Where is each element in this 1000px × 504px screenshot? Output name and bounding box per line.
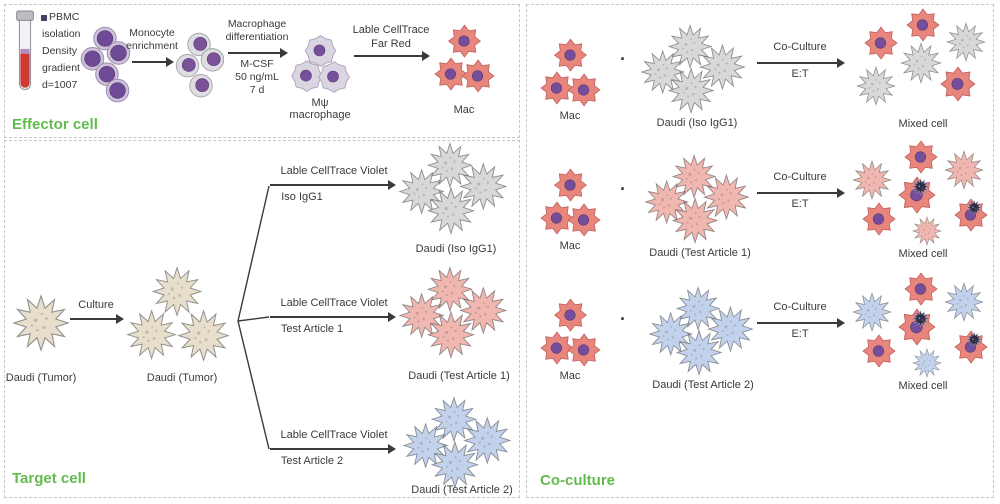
enriched-monocyte-cluster-icon xyxy=(174,32,226,103)
celltrace-farred-arrow xyxy=(354,51,430,60)
effector-cell-panel xyxy=(4,4,520,138)
differentiation-label-2: differentiation xyxy=(225,31,289,43)
mac-label: Mac xyxy=(453,104,475,116)
coculture-arrow-row3-label-bottom: E:T xyxy=(791,328,809,340)
daudi-row2-label: Daudi (Test Article 1) xyxy=(649,247,751,259)
tube-label-isolation: isolation xyxy=(42,28,81,40)
branch2-label-bottom: Test Article 1 xyxy=(280,323,344,335)
duration-label: 7 d xyxy=(249,84,265,96)
branch3-label-bottom: Test Article 2 xyxy=(280,455,344,467)
coculture-arrow-row1-label-bottom: E:T xyxy=(791,68,809,80)
coculture-panel xyxy=(526,4,994,498)
mac-row2-label: Mac xyxy=(559,240,581,252)
daudi-row3-label: Daudi (Test Article 2) xyxy=(652,379,754,391)
coculture-arrow-row2-label-bottom: E:T xyxy=(791,198,809,210)
daudi-iso-igg1-label: Daudi (Iso IgG1) xyxy=(415,243,497,255)
coculture-dot-row3: · xyxy=(620,309,626,329)
macrophage-cluster-icon xyxy=(290,34,352,94)
monocyte-enrichment-label-2: enrichment xyxy=(126,40,178,52)
branch1-label-top: Lable CellTrace Violet xyxy=(280,165,388,177)
branch2-arrow xyxy=(270,312,396,321)
culture-label: Culture xyxy=(78,299,114,311)
mac-cluster-row1-icon xyxy=(540,38,602,108)
mcsf-dose-label: 50 ng/mL xyxy=(235,71,279,83)
celltrace-farred-label-2: Far Red xyxy=(371,38,411,50)
tube-label-density: Density xyxy=(42,45,78,57)
target-cell-panel xyxy=(4,140,520,498)
coculture-panel-title: Co-culture xyxy=(540,472,615,489)
mixed-cell-cluster-row3-icon xyxy=(850,272,992,380)
daudi-tumor-cluster-icon xyxy=(126,266,236,364)
pbmc-swatch xyxy=(41,15,47,21)
coculture-arrow-row3 xyxy=(757,318,845,327)
coculture-arrow-row1-label-top: Co-Culture xyxy=(773,41,827,53)
coculture-dot-row2: · xyxy=(620,179,626,199)
mphi-label-2: macrophage xyxy=(289,109,351,121)
mac-effector-cluster-icon xyxy=(434,24,496,94)
culture-arrow xyxy=(70,314,124,323)
daudi-cluster-row2-icon xyxy=(644,154,754,246)
branch-connector-lines xyxy=(237,185,270,450)
differentiation-label-1: Macrophage xyxy=(227,18,287,30)
daudi-tumor-cluster-label: Daudi (Tumor) xyxy=(146,372,218,384)
monocyte-enrichment-arrow xyxy=(132,57,174,66)
celltrace-farred-label-1: Lable CellTrace xyxy=(352,24,430,36)
target-panel-title: Target cell xyxy=(12,470,86,487)
tube-label-density-value: d=1007 xyxy=(42,79,78,91)
mphi-label-1: Mψ xyxy=(311,97,329,109)
coculture-arrow-row3-label-top: Co-Culture xyxy=(773,301,827,313)
mac-cluster-row2-icon xyxy=(540,168,602,238)
effector-panel-title: Effector cell xyxy=(12,116,98,133)
mixed-cell-cluster-row2-icon xyxy=(850,140,992,248)
daudi-tumor-cell-icon xyxy=(12,294,70,352)
coculture-arrow-row1 xyxy=(757,58,845,67)
pbmc-cell-cluster-icon xyxy=(78,26,132,105)
monocyte-enrichment-label-1: Monocyte xyxy=(129,27,175,39)
daudi-iso-igg1-cluster-icon xyxy=(398,142,512,237)
mixed-cell-row2-label: Mixed cell xyxy=(898,248,948,260)
branch1-arrow xyxy=(270,180,396,189)
differentiation-arrow xyxy=(228,48,288,57)
tube-label-pbmc: PBMC xyxy=(49,11,80,23)
mcsf-label: M-CSF xyxy=(240,58,274,70)
branch2-label-top: Lable CellTrace Violet xyxy=(280,297,388,309)
daudi-test-article-1-cluster-icon xyxy=(398,266,512,361)
daudi-tumor-label: Daudi (Tumor) xyxy=(5,372,77,384)
branch3-label-top: Lable CellTrace Violet xyxy=(280,429,388,441)
daudi-row1-label: Daudi (Iso IgG1) xyxy=(656,117,738,129)
daudi-test-article-1-label: Daudi (Test Article 1) xyxy=(408,370,510,382)
daudi-test-article-2-cluster-icon xyxy=(402,396,516,491)
mac-row3-label: Mac xyxy=(559,370,581,382)
tube-label-gradient: gradient xyxy=(42,62,80,74)
daudi-cluster-row3-icon xyxy=(648,286,758,378)
mac-cluster-row3-icon xyxy=(540,298,602,368)
mixed-cell-cluster-row1-icon xyxy=(850,8,992,116)
coculture-dot-row1: · xyxy=(620,49,626,69)
coculture-arrow-row2 xyxy=(757,188,845,197)
mac-row1-label: Mac xyxy=(559,110,581,122)
branch3-arrow xyxy=(270,444,396,453)
daudi-test-article-2-label: Daudi (Test Article 2) xyxy=(411,484,513,496)
coculture-arrow-row2-label-top: Co-Culture xyxy=(773,171,827,183)
mixed-cell-row1-label: Mixed cell xyxy=(898,118,948,130)
daudi-cluster-row1-icon xyxy=(640,24,750,116)
pbmc-tube-icon xyxy=(16,10,34,91)
branch1-label-bottom: Iso IgG1 xyxy=(281,191,323,203)
mixed-cell-row3-label: Mixed cell xyxy=(898,380,948,392)
